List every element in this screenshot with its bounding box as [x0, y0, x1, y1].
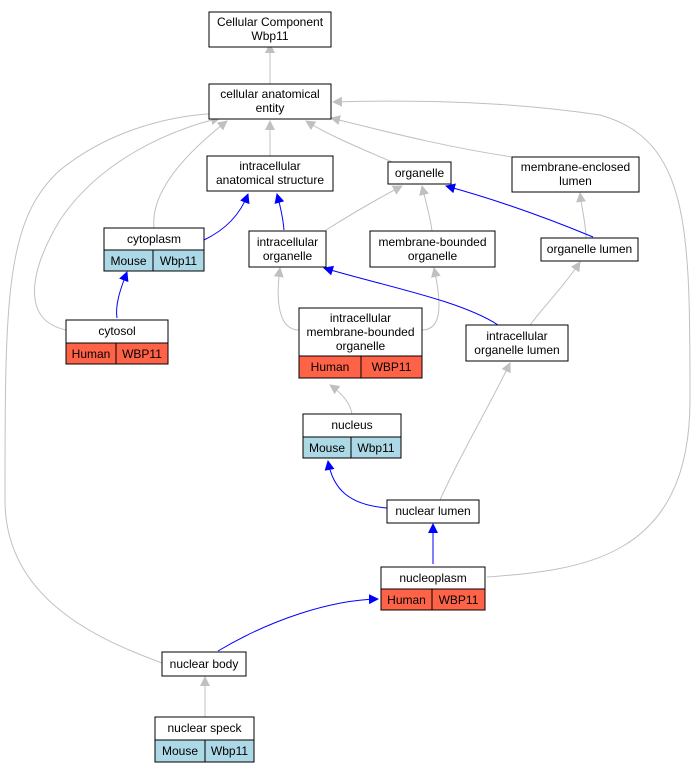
node-cytoplasm[interactable]: cytoplasm Mouse Wbp11: [103, 227, 205, 272]
nodes: Cellular Component Wbp11 cellular anatom…: [65, 11, 640, 763]
node-label-line: membrane-bounded: [306, 325, 414, 339]
species-label: Human: [387, 593, 426, 607]
gene-label: WBP11: [439, 593, 479, 607]
edge-mel-to-cae: [330, 115, 513, 158]
node-label-line: intracellular: [239, 159, 300, 173]
gene-cell: [350, 436, 402, 459]
node-label-line: organelle: [395, 166, 445, 180]
node-label-line: organelle: [408, 249, 458, 263]
gene-cell: [152, 249, 205, 272]
gene-label: WBP11: [122, 347, 162, 361]
edge-ol-to-organelle: [445, 183, 594, 238]
node-label-line: cytoplasm: [127, 232, 181, 246]
edge-imbo-to-io: [273, 267, 300, 331]
node-label-line: intracellular: [486, 329, 547, 343]
edge-iol-to-io: [323, 265, 499, 326]
node-intracellular-anatomical-structure[interactable]: intracellular anatomical structure: [206, 155, 334, 192]
node-organelle[interactable]: organelle: [387, 161, 452, 185]
gene-cell: [431, 588, 486, 611]
species-label: Human: [311, 360, 350, 374]
node-membrane-enclosed-lumen[interactable]: membrane-enclosed lumen: [511, 156, 640, 193]
edge-nucleus-to-imbo: [329, 384, 353, 415]
node-label-line: nuclear speck: [167, 721, 242, 735]
species-label: Human: [72, 347, 111, 361]
node-label-line: cytosol: [98, 324, 135, 338]
node-intracellular-membrane-bounded-organelle[interactable]: intracellular membrane-bounded organelle…: [298, 307, 423, 379]
gene-cell: [204, 739, 255, 763]
edge-ol-to-mel: [576, 192, 587, 239]
node-label-line: nuclear body: [170, 657, 239, 671]
node-label-line: membrane-enclosed: [521, 160, 630, 174]
node-label-line: intracellular: [257, 235, 318, 249]
node-intracellular-organelle-lumen[interactable]: intracellular organelle lumen: [465, 324, 569, 362]
edge-io-to-organelle: [325, 185, 403, 231]
node-cytosol[interactable]: cytosol Human WBP11: [65, 319, 169, 365]
edge-np-to-cae: [332, 96, 691, 578]
node-label-line: membrane-bounded: [378, 235, 486, 249]
node-nucleoplasm[interactable]: nucleoplasm Human WBP11: [380, 566, 486, 611]
node-label-line: cellular anatomical: [220, 87, 319, 101]
edge-nb-to-np: [217, 594, 379, 652]
node-cellular-anatomical-entity[interactable]: cellular anatomical entity: [208, 83, 332, 120]
edge-cytosol-to-cae: [34, 115, 221, 331]
node-nucleus[interactable]: nucleus Mouse Wbp11: [302, 413, 402, 459]
edge-io-to-ias: [274, 193, 285, 231]
gene-cell: [360, 355, 423, 379]
node-label-line: Wbp11: [251, 29, 288, 43]
edge-nl-to-iol: [439, 362, 511, 501]
edges: [4, 43, 691, 717]
node-label-line: entity: [256, 101, 285, 115]
node-label-line: organelle lumen: [474, 343, 559, 357]
node-membrane-bounded-organelle[interactable]: membrane-bounded organelle: [369, 230, 496, 268]
gene-label: Wbp11: [357, 441, 394, 455]
gene-label: Wbp11: [211, 744, 248, 758]
species-label: Mouse: [110, 254, 146, 268]
gene-label: Wbp11: [160, 254, 197, 268]
edge-iol-to-ol: [529, 261, 581, 326]
node-nuclear-body[interactable]: nuclear body: [161, 651, 247, 677]
gene-cell: [115, 342, 169, 365]
node-nuclear-speck[interactable]: nuclear speck Mouse Wbp11: [154, 716, 255, 763]
node-label-line: organelle: [336, 339, 386, 353]
node-label-line: organelle lumen: [547, 242, 632, 256]
node-label-line: lumen: [559, 174, 592, 188]
node-label-line: intracellular: [330, 311, 391, 325]
node-label-line: Cellular Component: [217, 15, 324, 29]
edge-nl-to-nucleus: [324, 460, 388, 509]
edge-cytoplasm-to-ias: [203, 193, 250, 241]
edge-imbo-to-mbo: [421, 267, 441, 331]
node-label-line: nucleoplasm: [399, 571, 466, 585]
species-label: Mouse: [309, 441, 345, 455]
node-organelle-lumen[interactable]: organelle lumen: [540, 237, 639, 262]
edge-cytosol-to-cytoplasm: [116, 271, 129, 319]
node-cellular-component-wbp11[interactable]: Cellular Component Wbp11: [208, 11, 332, 48]
node-nuclear-lumen[interactable]: nuclear lumen: [386, 499, 480, 524]
edge-cytoplasm-to-cae: [153, 120, 228, 229]
species-label: Mouse: [162, 744, 198, 758]
edge-organelle-to-cae: [305, 120, 393, 163]
edge-mbo-to-organelle: [419, 185, 433, 232]
edge-nb-to-cae: [4, 108, 223, 664]
node-label-line: nuclear lumen: [395, 504, 470, 518]
node-label-line: organelle: [263, 249, 313, 263]
gene-label: WBP11: [372, 360, 412, 374]
node-intracellular-organelle[interactable]: intracellular organelle: [248, 230, 327, 268]
node-label-line: anatomical structure: [216, 173, 324, 187]
node-label-line: nucleus: [331, 418, 372, 432]
